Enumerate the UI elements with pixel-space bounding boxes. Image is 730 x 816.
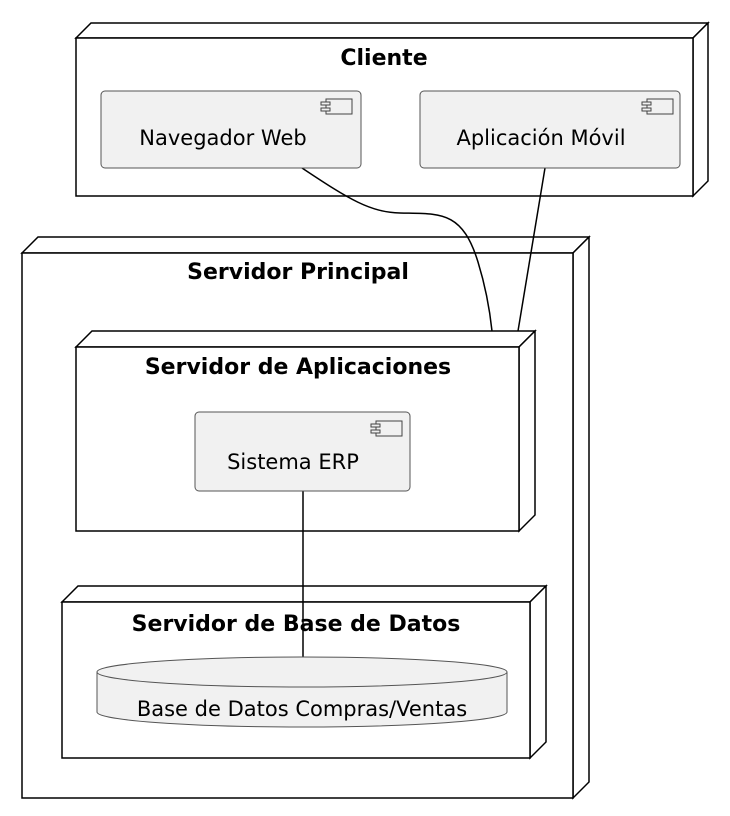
component-label: Navegador Web — [139, 126, 306, 150]
connection-navegador-to-servidor-aplicaciones — [301, 167, 493, 332]
component-box — [194, 411, 411, 492]
component-aplicacion-movil: Aplicación Móvil — [419, 90, 681, 169]
node-servidor-aplicaciones-side-face — [518, 329, 536, 533]
component-navegador-web: Navegador Web — [100, 90, 362, 169]
node-servidor-bd-top-face — [60, 585, 548, 603]
node-servidor-aplicaciones-top-face — [74, 330, 537, 348]
connection-app-movil-to-servidor-aplicaciones — [517, 167, 546, 332]
node-servidor-aplicaciones-title: Servidor de Aplicaciones — [145, 355, 451, 380]
component-icon — [641, 98, 674, 115]
database-cylinder-top — [96, 656, 508, 688]
node-servidor-bd-side-face — [529, 584, 547, 760]
node-servidor-principal-title: Servidor Principal — [187, 260, 409, 285]
database-cylinder-body — [96, 672, 508, 728]
component-label: Aplicación Móvil — [456, 126, 625, 150]
database-label: Base de Datos Compras/Ventas — [137, 697, 467, 721]
component-box — [100, 90, 362, 169]
component-label: Sistema ERP — [227, 450, 359, 474]
node-servidor-principal-top-face — [20, 236, 591, 254]
component-icon — [370, 420, 403, 437]
component-icon — [320, 98, 353, 115]
node-servidor-bd-title: Servidor de Base de Datos — [132, 612, 461, 637]
component-box — [419, 90, 681, 169]
database-compras-ventas: Base de Datos Compras/Ventas — [96, 656, 508, 728]
node-cliente-top-face — [74, 22, 710, 39]
node-cliente-title: Cliente — [340, 46, 427, 71]
node-servidor-principal-side-face — [572, 235, 590, 800]
component-sistema-erp: Sistema ERP — [194, 411, 411, 492]
node-cliente-side-face — [692, 21, 709, 198]
